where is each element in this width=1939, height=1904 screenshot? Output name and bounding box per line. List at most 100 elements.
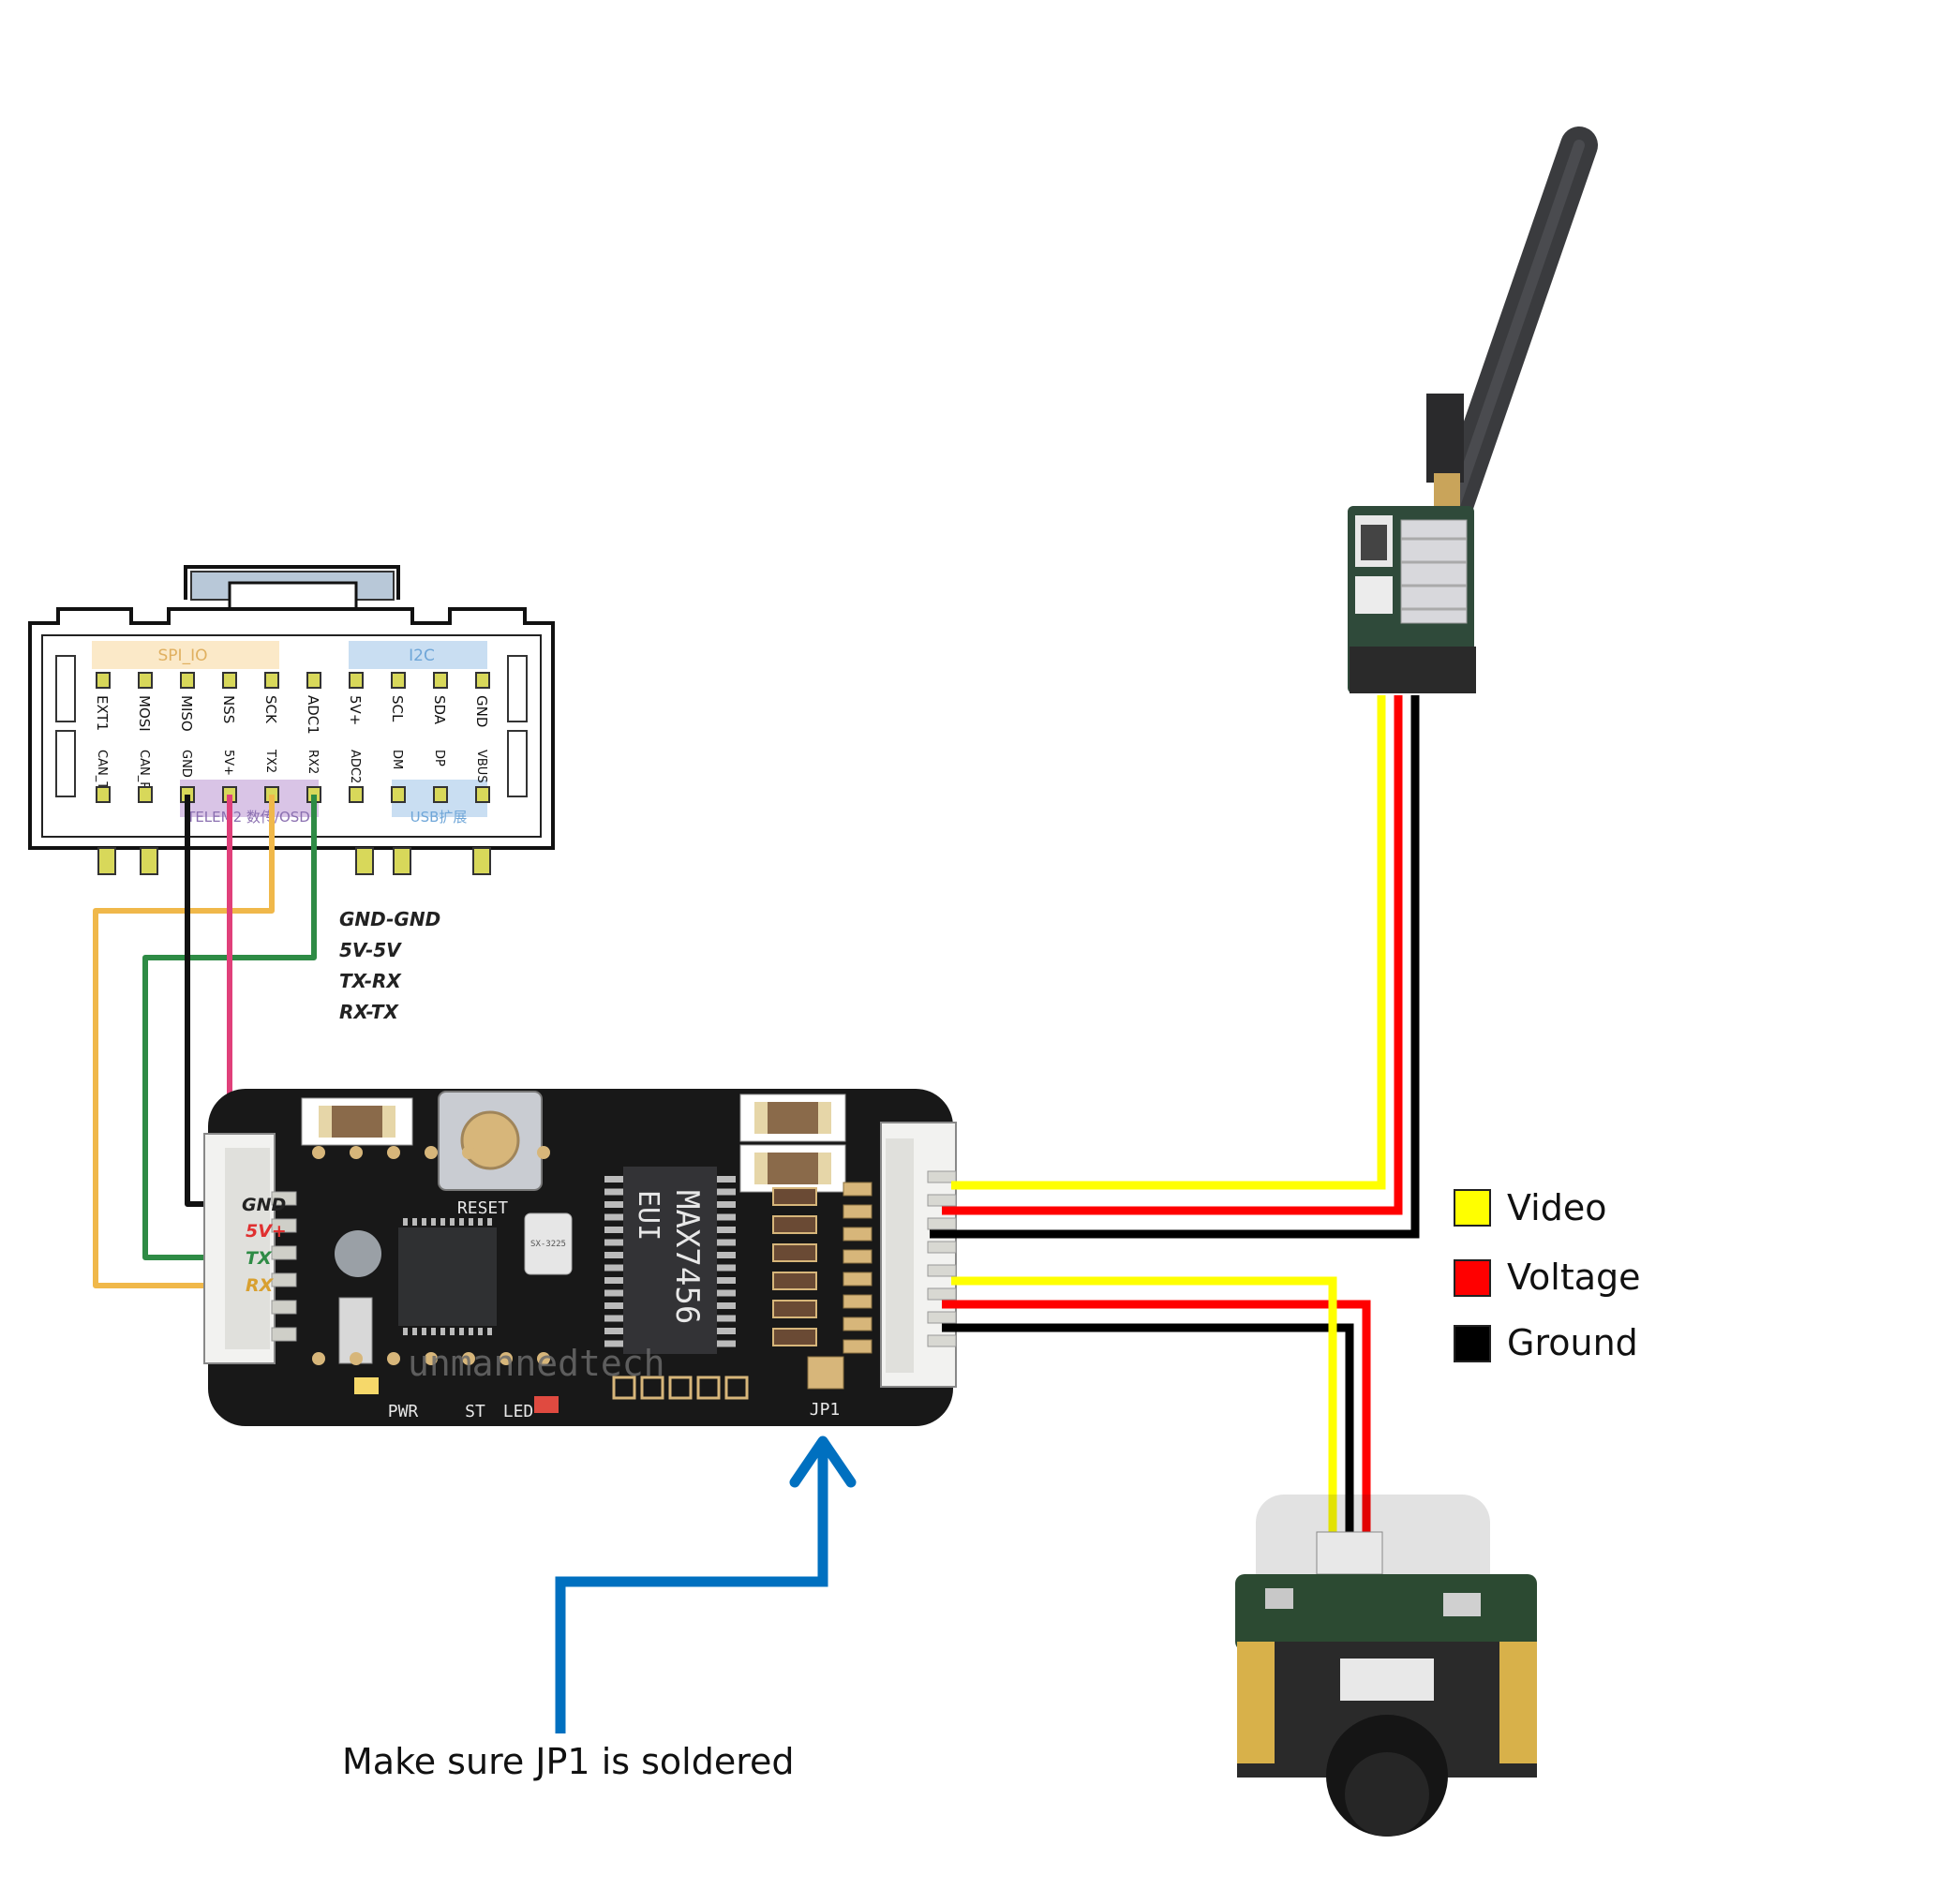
wire-uart-tx [93,795,275,1288]
osd-right-pad [843,1316,873,1331]
fc-top-pin-label: GND [473,695,490,727]
via-pad [350,1146,363,1159]
fc-bottom-pin-label: VBUS [474,750,488,783]
chip-pin [717,1239,736,1246]
osd-right-pad [843,1249,873,1264]
wire-vtx-voltage [942,695,1403,1215]
fc-top-pin [138,672,153,689]
note-line-3: TX-RX [339,970,402,992]
bottom-pad [640,1376,664,1400]
wire-cam-video [951,1276,1337,1537]
smd-component [772,1187,817,1206]
chip-pin [604,1264,623,1272]
osd-right-pad [843,1182,873,1197]
legend-swatch-video [1454,1189,1491,1227]
chip-pin [717,1227,736,1233]
video-wires [930,695,1420,1537]
smd-component [772,1300,817,1318]
mcu-pin [403,1328,408,1335]
mcu-pin [487,1328,492,1335]
chip-pin [604,1188,623,1196]
wire-vtx-video [951,695,1386,1190]
mcu-pin [469,1328,473,1335]
chip-pin [604,1213,623,1221]
bottom-pad [612,1376,636,1400]
via-pad [500,1146,513,1159]
fc-top-pin-label: MISO [178,695,195,732]
chip-pin [604,1289,623,1297]
fc-bottom-pin [138,786,153,803]
fc-top-pin-label: 5V+ [347,695,364,725]
st-label: ST [465,1402,485,1421]
group-usb-label: USB扩展 [410,809,468,826]
camera-icon [1235,1495,1537,1837]
legend-label-ground: Ground [1507,1322,1638,1363]
arrow-icon [555,1435,857,1733]
chip-pin [717,1277,736,1284]
chip-pin [604,1302,623,1309]
chip-sub-label: EUI [632,1190,664,1241]
smd-component [772,1328,817,1346]
osd-pin-rx: RX [246,1275,275,1296]
osd-right-pad [843,1272,873,1287]
legend-label-video: Video [1507,1187,1606,1228]
fc-top-pin [306,672,321,689]
note-line-1: GND-GND [339,908,440,930]
fc-bottom-pin [96,786,111,803]
legend-label-voltage: Voltage [1507,1257,1641,1298]
osd-right-pin [927,1287,957,1301]
osd-right-pin [927,1264,957,1277]
osd-right-pin [927,1334,957,1347]
chip-pin [717,1264,736,1272]
mcu-pin [403,1218,408,1226]
osd-left-pin [271,1218,297,1233]
wiring-notes: GND-GND 5V-5V TX-RX RX-TX [339,908,440,1023]
fc-bottom-pin [349,786,364,803]
chip-pin [717,1328,736,1334]
chip-pin [717,1176,736,1183]
osd-left-pin [271,1191,297,1206]
osd-right-pin [927,1311,957,1324]
fc-top-pin-label: SCL [389,695,406,722]
smd-component [772,1243,817,1262]
fc-top-pin [96,672,111,689]
wire-uart-rx [142,795,317,1260]
chip-pin [717,1213,736,1221]
bottom-pad [668,1376,693,1400]
mcu-pin [422,1218,426,1226]
mcu-pin [412,1218,417,1226]
mcu-pin [478,1328,483,1335]
fc-bottom-pin-label: ADC2 [348,750,362,783]
smd-component [772,1215,817,1234]
legend-swatch-ground [1454,1325,1491,1362]
note-line-2: 5V-5V [339,939,402,961]
osd-pin-tx: TX [246,1248,273,1269]
mcu-pin [431,1218,436,1226]
chip-pin [604,1315,623,1322]
osd-right-pad [843,1227,873,1242]
legend-swatch-voltage [1454,1259,1491,1297]
crystal-label: SX-3225 [530,1240,566,1249]
chip-pin [604,1176,623,1183]
fc-top-pin [180,672,195,689]
osd-pin-5v: 5V+ [246,1221,287,1242]
brand-label: unmannedtech [408,1343,665,1384]
osd-right-pin [927,1241,957,1254]
via-pad [425,1146,438,1159]
chip-pin [604,1328,623,1334]
osd-right-pad [843,1204,873,1219]
legend: Video Voltage Ground [1454,1187,1641,1363]
chip-pin [604,1340,623,1347]
chip-pin [717,1252,736,1258]
reset-label: RESET [457,1198,508,1218]
fc-top-pin [391,672,406,689]
via-pad [425,1352,438,1365]
chip-pin [717,1340,736,1347]
osd-right-pad [843,1339,873,1354]
via-pad [312,1146,325,1159]
fc-bottom-pin [433,786,448,803]
pwr-label: PWR [388,1402,419,1421]
wire-cam-voltage [942,1300,1371,1537]
chip-pin [717,1188,736,1196]
chip-pin [604,1201,623,1208]
